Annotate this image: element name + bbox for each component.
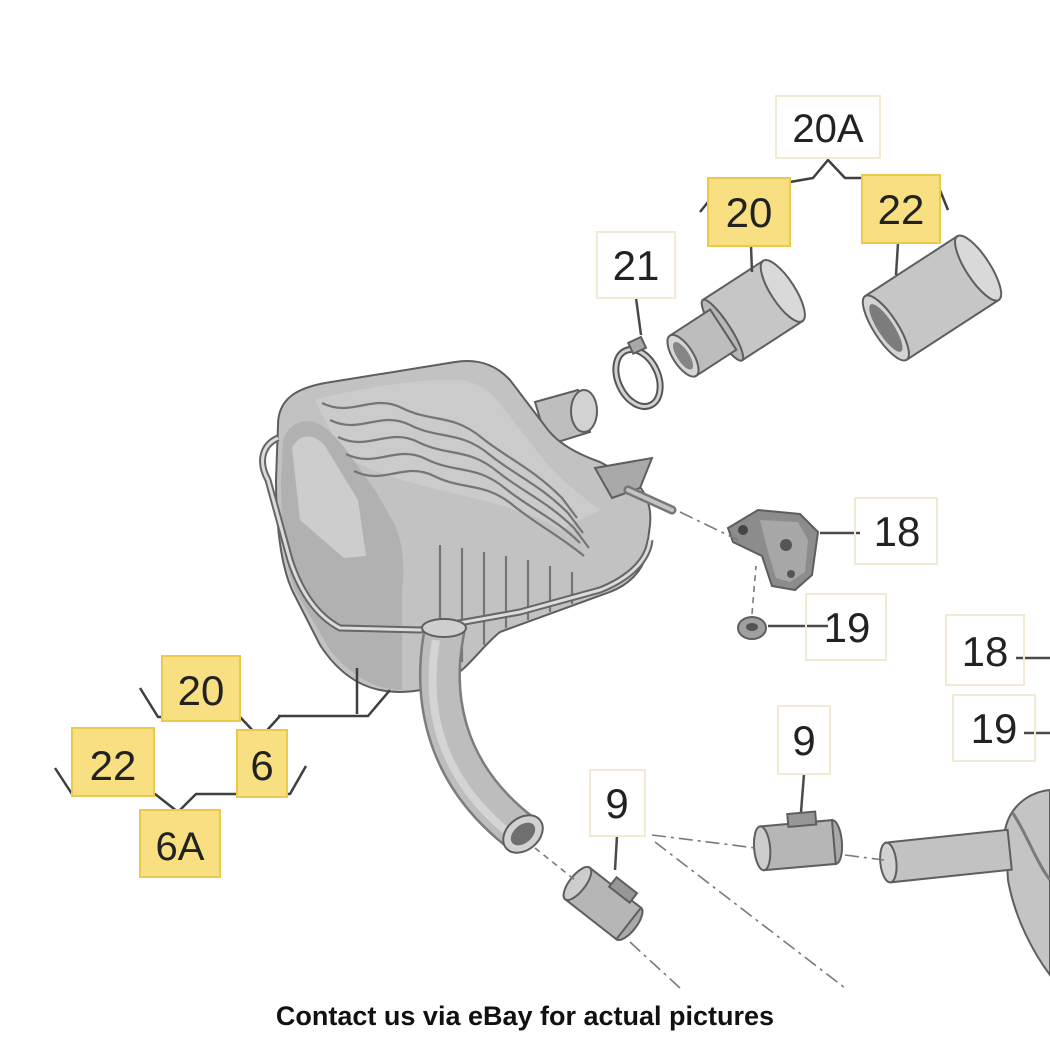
front-muffler-pipe-end	[879, 841, 898, 884]
label-19-left: 19	[824, 604, 871, 651]
muffler-rib	[337, 436, 590, 549]
muffler-outlet-pipe-highlight	[428, 639, 508, 834]
label-box-6	[236, 729, 288, 798]
clamp-21-tab	[626, 335, 648, 356]
centerline	[534, 847, 576, 881]
leader-line	[799, 773, 806, 813]
front-muffler-seam	[1010, 811, 1050, 881]
label-6: 6	[250, 742, 273, 789]
muffler-front-highlight	[292, 436, 366, 558]
label-box-19-right	[952, 694, 1036, 762]
label-19-right: 19	[971, 705, 1018, 752]
hanger-18-hole	[738, 525, 748, 535]
hanger-18-hole	[780, 539, 792, 551]
label-box-20-left	[161, 655, 241, 722]
tailpipe-tip-20	[666, 259, 806, 378]
label-box-9-left	[589, 769, 646, 837]
muffler-hanger-bracket	[593, 456, 654, 500]
clamp-9-left	[562, 865, 644, 941]
clamp-9-right-near-end	[752, 825, 772, 872]
muffler-outlet-pipe	[421, 624, 532, 847]
label-box-22-top	[861, 174, 941, 244]
footer-note: Contact us via eBay for actual pictures	[276, 1001, 774, 1031]
front-muffler-partial	[879, 788, 1050, 977]
muffler-outlet-bore	[510, 822, 536, 846]
leader-line	[749, 245, 754, 273]
clamp-9-left-near-end	[562, 865, 593, 901]
label-box-9-right	[777, 705, 831, 775]
label-box-22-left	[71, 727, 155, 797]
label-9-left: 9	[605, 780, 628, 827]
centerline	[629, 941, 681, 989]
label-20a: 20A	[792, 107, 863, 151]
nut-19-hole	[746, 623, 758, 631]
leader-line	[613, 835, 619, 871]
tip-20-outlet-end	[759, 259, 806, 323]
clamp-9-right	[752, 810, 844, 872]
muffler-rib	[353, 470, 585, 557]
label-22-top: 22	[878, 186, 925, 233]
label-box-18-left	[854, 497, 938, 565]
clamp-21-ring	[614, 348, 662, 408]
label-18-left: 18	[874, 508, 921, 555]
clamp-9-left-bolt	[607, 875, 639, 905]
muffler-rib	[329, 419, 584, 534]
label-20-top: 20	[726, 189, 773, 236]
clamp-21	[612, 335, 664, 410]
label-6a: 6A	[156, 825, 205, 869]
label-box-6a	[139, 809, 221, 878]
centerline	[844, 854, 885, 861]
centerline	[654, 841, 846, 989]
leader-line	[894, 242, 900, 276]
clamp-9-right-body	[759, 819, 837, 872]
label-box-20-top	[707, 177, 791, 247]
centerline	[751, 565, 757, 615]
label-box-21	[596, 231, 676, 299]
muffler-leader-bracket	[278, 689, 391, 718]
hanger-18-face	[760, 520, 808, 582]
muffler-inlet-pipe-end	[570, 389, 598, 433]
clamp-9-right-bolt	[786, 810, 818, 829]
label-box-19-left	[805, 593, 887, 661]
centerline	[651, 834, 757, 849]
label-9-right: 9	[792, 717, 815, 764]
muffler-hanger-rod	[626, 488, 674, 512]
label-18-right: 18	[962, 628, 1009, 675]
label-21: 21	[613, 242, 660, 289]
label-20-left: 20	[178, 667, 225, 714]
front-muffler-body	[1003, 788, 1050, 977]
muffler-rib	[345, 453, 581, 544]
muffler-outlet-collar	[421, 618, 467, 638]
label-box-18-right	[945, 614, 1025, 686]
nut-19	[737, 616, 767, 640]
tip-20-inlet-bore	[672, 341, 694, 370]
leader-line	[634, 297, 643, 336]
tailpipe-tip-22	[861, 234, 1003, 362]
rubber-hanger-18	[726, 508, 820, 592]
hanger-18-hole	[787, 570, 795, 578]
front-muffler-pipe	[879, 828, 1013, 884]
label-box-20a	[775, 95, 881, 159]
centerline	[679, 511, 739, 541]
tip-22-outlet-end	[954, 234, 1003, 302]
muffler-rib	[321, 402, 578, 519]
rear-muffler-6	[259, 360, 677, 854]
label-22-left: 22	[90, 742, 137, 789]
tip-22-inlet-bore	[869, 304, 903, 352]
muffler-seam	[261, 436, 652, 632]
front-muffler-pipe-body	[885, 828, 1013, 884]
